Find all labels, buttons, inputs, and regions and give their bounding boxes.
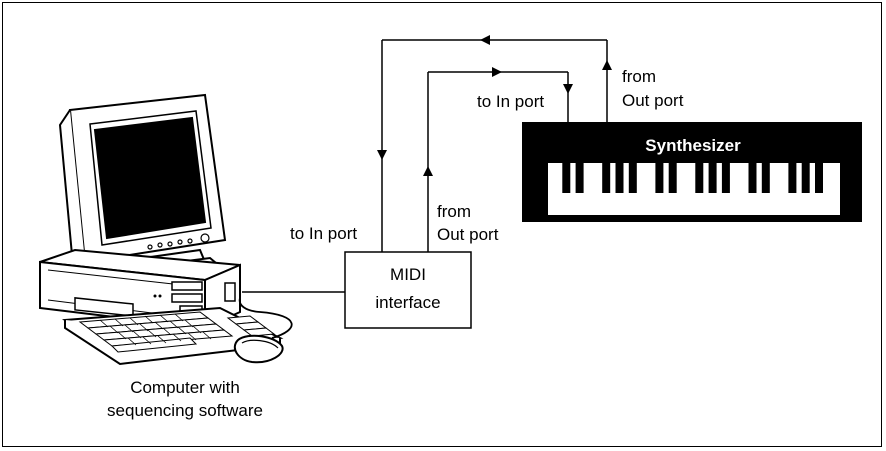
power-button-icon [200, 233, 210, 243]
label-synth-to-in-port: to In port [477, 92, 544, 111]
cable-synth-out-to-midi-in [377, 35, 612, 252]
arrow-up-icon [423, 166, 433, 176]
label-midi-from: from [437, 202, 471, 221]
midi-label-line1: MIDI [390, 265, 426, 284]
black-key [801, 163, 810, 193]
black-key [708, 163, 717, 193]
label-computer-line1: Computer with [130, 378, 240, 397]
label-midi-to-in-port: to In port [290, 224, 357, 243]
computer-illustration [39, 93, 293, 366]
midi-interface-box: MIDI interface [344, 251, 472, 329]
black-key [761, 163, 770, 193]
black-key [788, 163, 797, 193]
synthesizer: Synthesizer [522, 122, 862, 222]
label-synth-from: from [622, 67, 656, 86]
black-key [815, 163, 823, 193]
black-key [615, 163, 624, 193]
label-midi-out-port: Out port [437, 225, 499, 244]
cable-midi-out-to-synth-in [423, 67, 573, 252]
black-key [721, 163, 730, 193]
black-key [655, 163, 664, 193]
black-key [748, 163, 757, 193]
black-key [695, 163, 704, 193]
arrow-right-icon [492, 67, 502, 77]
black-key [575, 163, 584, 193]
monitor-screen [93, 116, 207, 240]
arrow-up-icon [602, 60, 612, 70]
black-key [668, 163, 677, 193]
black-key [628, 163, 637, 193]
arrow-down-icon [377, 150, 387, 160]
keyboard [61, 306, 284, 366]
mouse-icon [233, 297, 293, 364]
black-keys [562, 163, 823, 193]
arrow-down-icon [563, 84, 573, 94]
synthesizer-label: Synthesizer [645, 136, 741, 155]
arrow-left-icon [480, 35, 490, 45]
black-key [602, 163, 611, 193]
label-computer-line2: sequencing software [107, 401, 263, 420]
midi-label-line2: interface [375, 293, 440, 312]
label-synth-out-port: Out port [622, 91, 684, 110]
black-key [562, 163, 571, 193]
